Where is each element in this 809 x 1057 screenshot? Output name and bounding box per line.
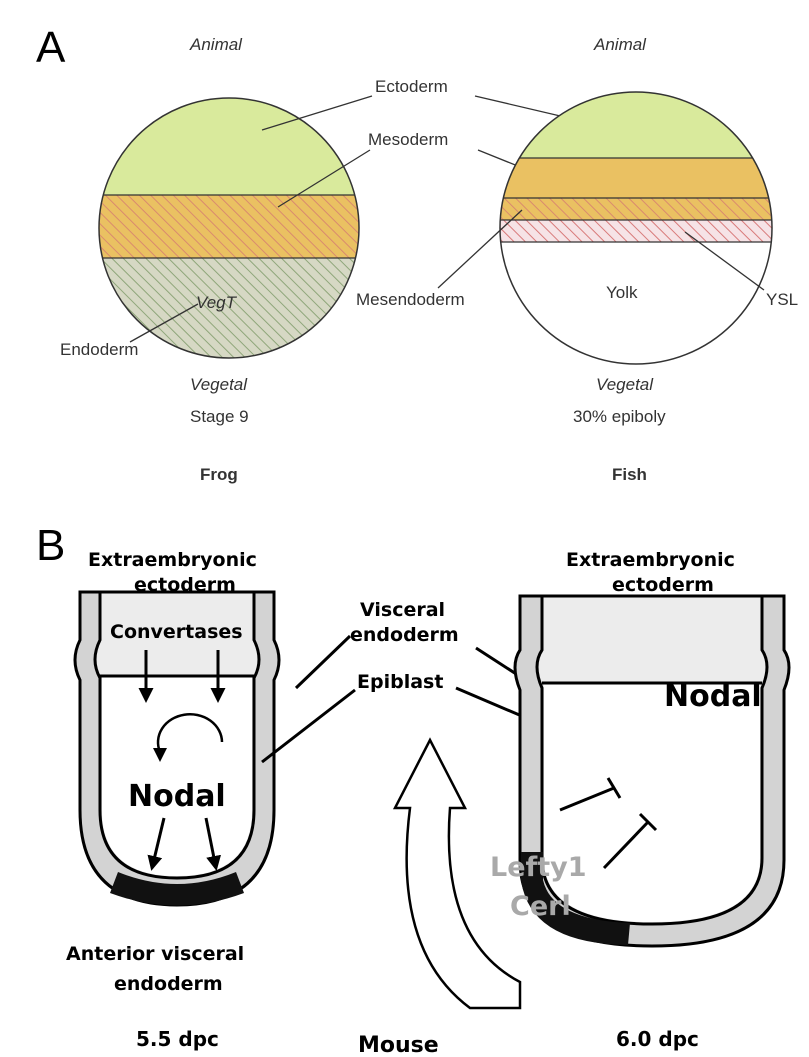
fish-embryo — [498, 90, 778, 372]
visceral-label-1: Visceral — [360, 599, 445, 621]
right-stage-label: 6.0 dpc — [616, 1027, 699, 1051]
fish-yolk-label: Yolk — [606, 283, 638, 302]
fish-ysl-region — [498, 220, 778, 242]
frog-embryo — [90, 90, 370, 368]
fish-yolk-region — [498, 242, 778, 372]
left-nodal-label: Nodal — [128, 779, 226, 814]
left-stage-label: 5.5 dpc — [136, 1027, 219, 1051]
left-extraembryonic-label-2: ectoderm — [134, 574, 236, 596]
fish-organism-label: Fish — [612, 465, 647, 484]
right-nodal-label: Nodal — [664, 679, 762, 714]
right-extraembryonic-label-1: Extraembryonic — [566, 549, 735, 571]
right-extraembryonic-label-2: ectoderm — [612, 574, 714, 596]
ectoderm-label: Ectoderm — [375, 77, 448, 96]
fish-animal-label: Animal — [593, 35, 647, 54]
fish-stage-label: 30% epiboly — [573, 407, 666, 426]
frog-endoderm-label: Endoderm — [60, 340, 138, 359]
fish-ectoderm-region — [498, 90, 778, 158]
fish-ysl-label: YSL — [766, 290, 798, 309]
fish-mesendoderm-label: Mesendoderm — [356, 290, 465, 309]
cerl-label: Cerl — [510, 891, 571, 922]
fish-mesendoderm-region — [498, 198, 778, 220]
panel-a-letter: A — [36, 23, 66, 72]
frog-vegt-label: VegT — [196, 293, 238, 312]
frog-vegetal-label: Vegetal — [190, 375, 248, 394]
epiblast-label: Epiblast — [357, 671, 443, 693]
frog-animal-label: Animal — [189, 35, 243, 54]
ave-label-1: Anterior visceral — [66, 943, 244, 965]
fish-mesoderm-region — [498, 158, 778, 198]
fish-vegetal-label: Vegetal — [596, 375, 654, 394]
ave-label-2: endoderm — [114, 973, 223, 995]
frog-organism-label: Frog — [200, 465, 238, 484]
frog-stage-label: Stage 9 — [190, 407, 249, 426]
mouse-organism-label: Mouse — [358, 1033, 439, 1057]
mesoderm-label: Mesoderm — [368, 130, 448, 149]
convertases-label: Convertases — [110, 621, 243, 643]
visceral-label-2: endoderm — [350, 624, 459, 646]
lefty1-label: Lefty1 — [490, 852, 587, 883]
left-extraembryonic-label-1: Extraembryonic — [88, 549, 257, 571]
panel-b-letter: B — [36, 521, 65, 570]
frog-mesoderm-region — [90, 195, 370, 258]
